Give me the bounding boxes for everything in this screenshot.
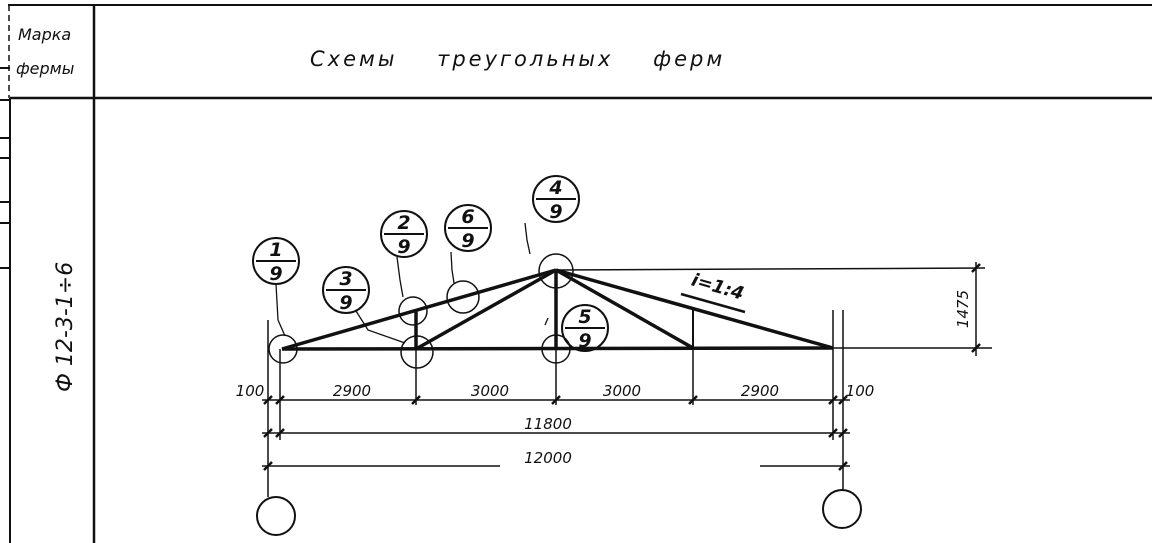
diagonal-right [555,268,694,350]
svg-text:9: 9 [339,292,352,314]
truss [281,268,834,351]
svg-text:9: 9 [397,236,410,258]
slope-arrow [680,292,746,314]
svg-text:12000: 12000 [524,449,572,467]
support-left [256,496,296,536]
mark-label-line2: фермы [16,59,74,78]
svg-text:9: 9 [549,201,562,223]
dimension-ticks [263,263,981,471]
svg-text:3000: 3000 [471,382,509,400]
svg-text:9: 9 [578,330,591,352]
top-chord-left [281,268,557,351]
support-right [822,489,862,529]
svg-text:5: 5 [578,306,591,328]
dimension-labels: 100 2900 3000 3000 2900 100 11800 12000 [236,382,875,467]
top-chord-right [555,268,834,350]
svg-text:4: 4 [548,177,562,199]
svg-text:100: 100 [846,382,875,400]
svg-text:11800: 11800 [524,415,572,433]
svg-text:100: 100 [236,382,265,400]
mark-label-line1: Марка [18,25,71,44]
truss-mark: Ф 12-3-1÷6 [53,262,78,392]
svg-text:2900: 2900 [333,382,371,400]
node-circles [268,253,574,369]
diagonal-left [415,268,557,351]
svg-text:2: 2 [397,212,410,234]
edge-ticks [0,67,10,269]
svg-text:9: 9 [269,263,282,285]
height-dimension: 1475 [954,290,972,328]
svg-text:3000: 3000 [603,382,641,400]
svg-text:2900: 2900 [741,382,779,400]
callout-labels: 19 39 29 69 49 59 [269,177,591,352]
svg-text:3: 3 [339,268,352,290]
page-title: Схемы треугольных ферм [310,47,725,71]
svg-text:6: 6 [461,206,474,228]
callouts [252,175,609,352]
svg-text:9: 9 [461,230,474,252]
svg-text:1: 1 [269,239,282,261]
